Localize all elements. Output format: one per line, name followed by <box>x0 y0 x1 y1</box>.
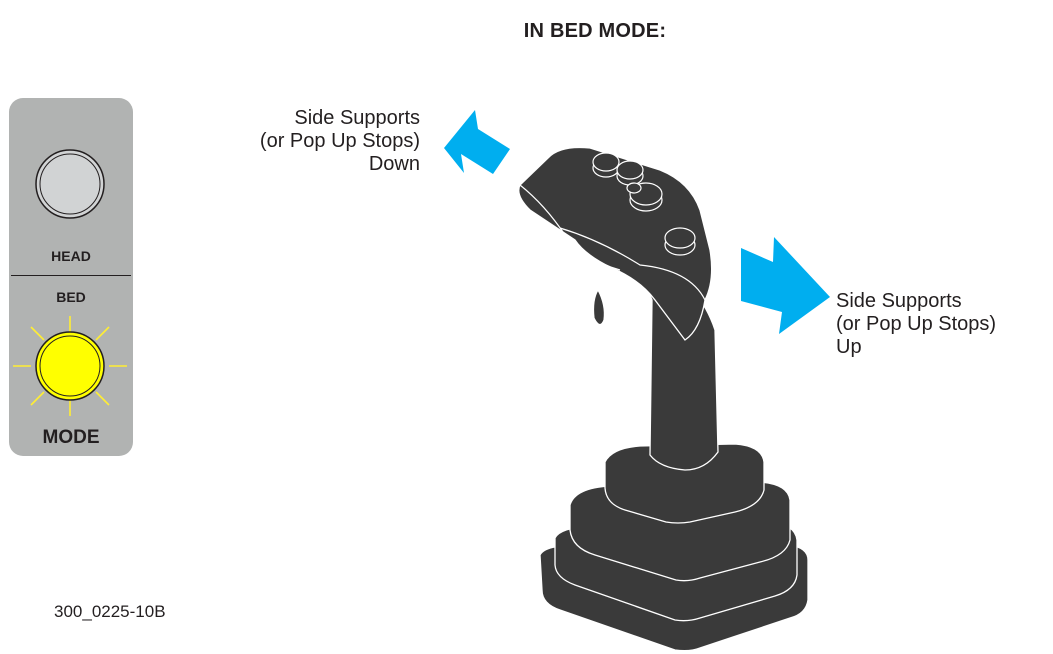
label-left-line-1: Side Supports <box>294 107 420 129</box>
label-right-line-2: (or Pop Up Stops) <box>836 313 997 335</box>
page-title: IN BED MODE: <box>523 20 667 42</box>
head-button-icon[interactable] <box>35 149 105 219</box>
bed-label: BED <box>56 289 86 305</box>
figure-code: 300_0225-10B <box>54 602 166 621</box>
label-side-supports-up: Side Supports (or Pop Up Stops) Up <box>836 290 1051 359</box>
panel-graphics <box>13 149 127 416</box>
bed-led-rays-icon <box>13 316 127 416</box>
label-left-line-3: Down <box>368 153 420 175</box>
arrow-right-icon <box>741 237 830 334</box>
label-right-line-3: Up <box>836 336 862 358</box>
bed-led-icon[interactable] <box>35 331 105 401</box>
mode-panel: HEAD BED MODE <box>9 98 133 456</box>
panel-divider <box>11 275 131 276</box>
joystick-icon <box>518 146 809 652</box>
joystick-button-icon <box>592 152 696 256</box>
arrow-left-icon <box>444 110 510 174</box>
head-label: HEAD <box>51 248 91 264</box>
label-left-line-2: (or Pop Up Stops) <box>259 130 420 152</box>
mode-label: MODE <box>42 427 100 448</box>
label-side-supports-down: Side Supports (or Pop Up Stops) Down <box>170 107 420 176</box>
label-right-line-1: Side Supports <box>836 290 962 312</box>
